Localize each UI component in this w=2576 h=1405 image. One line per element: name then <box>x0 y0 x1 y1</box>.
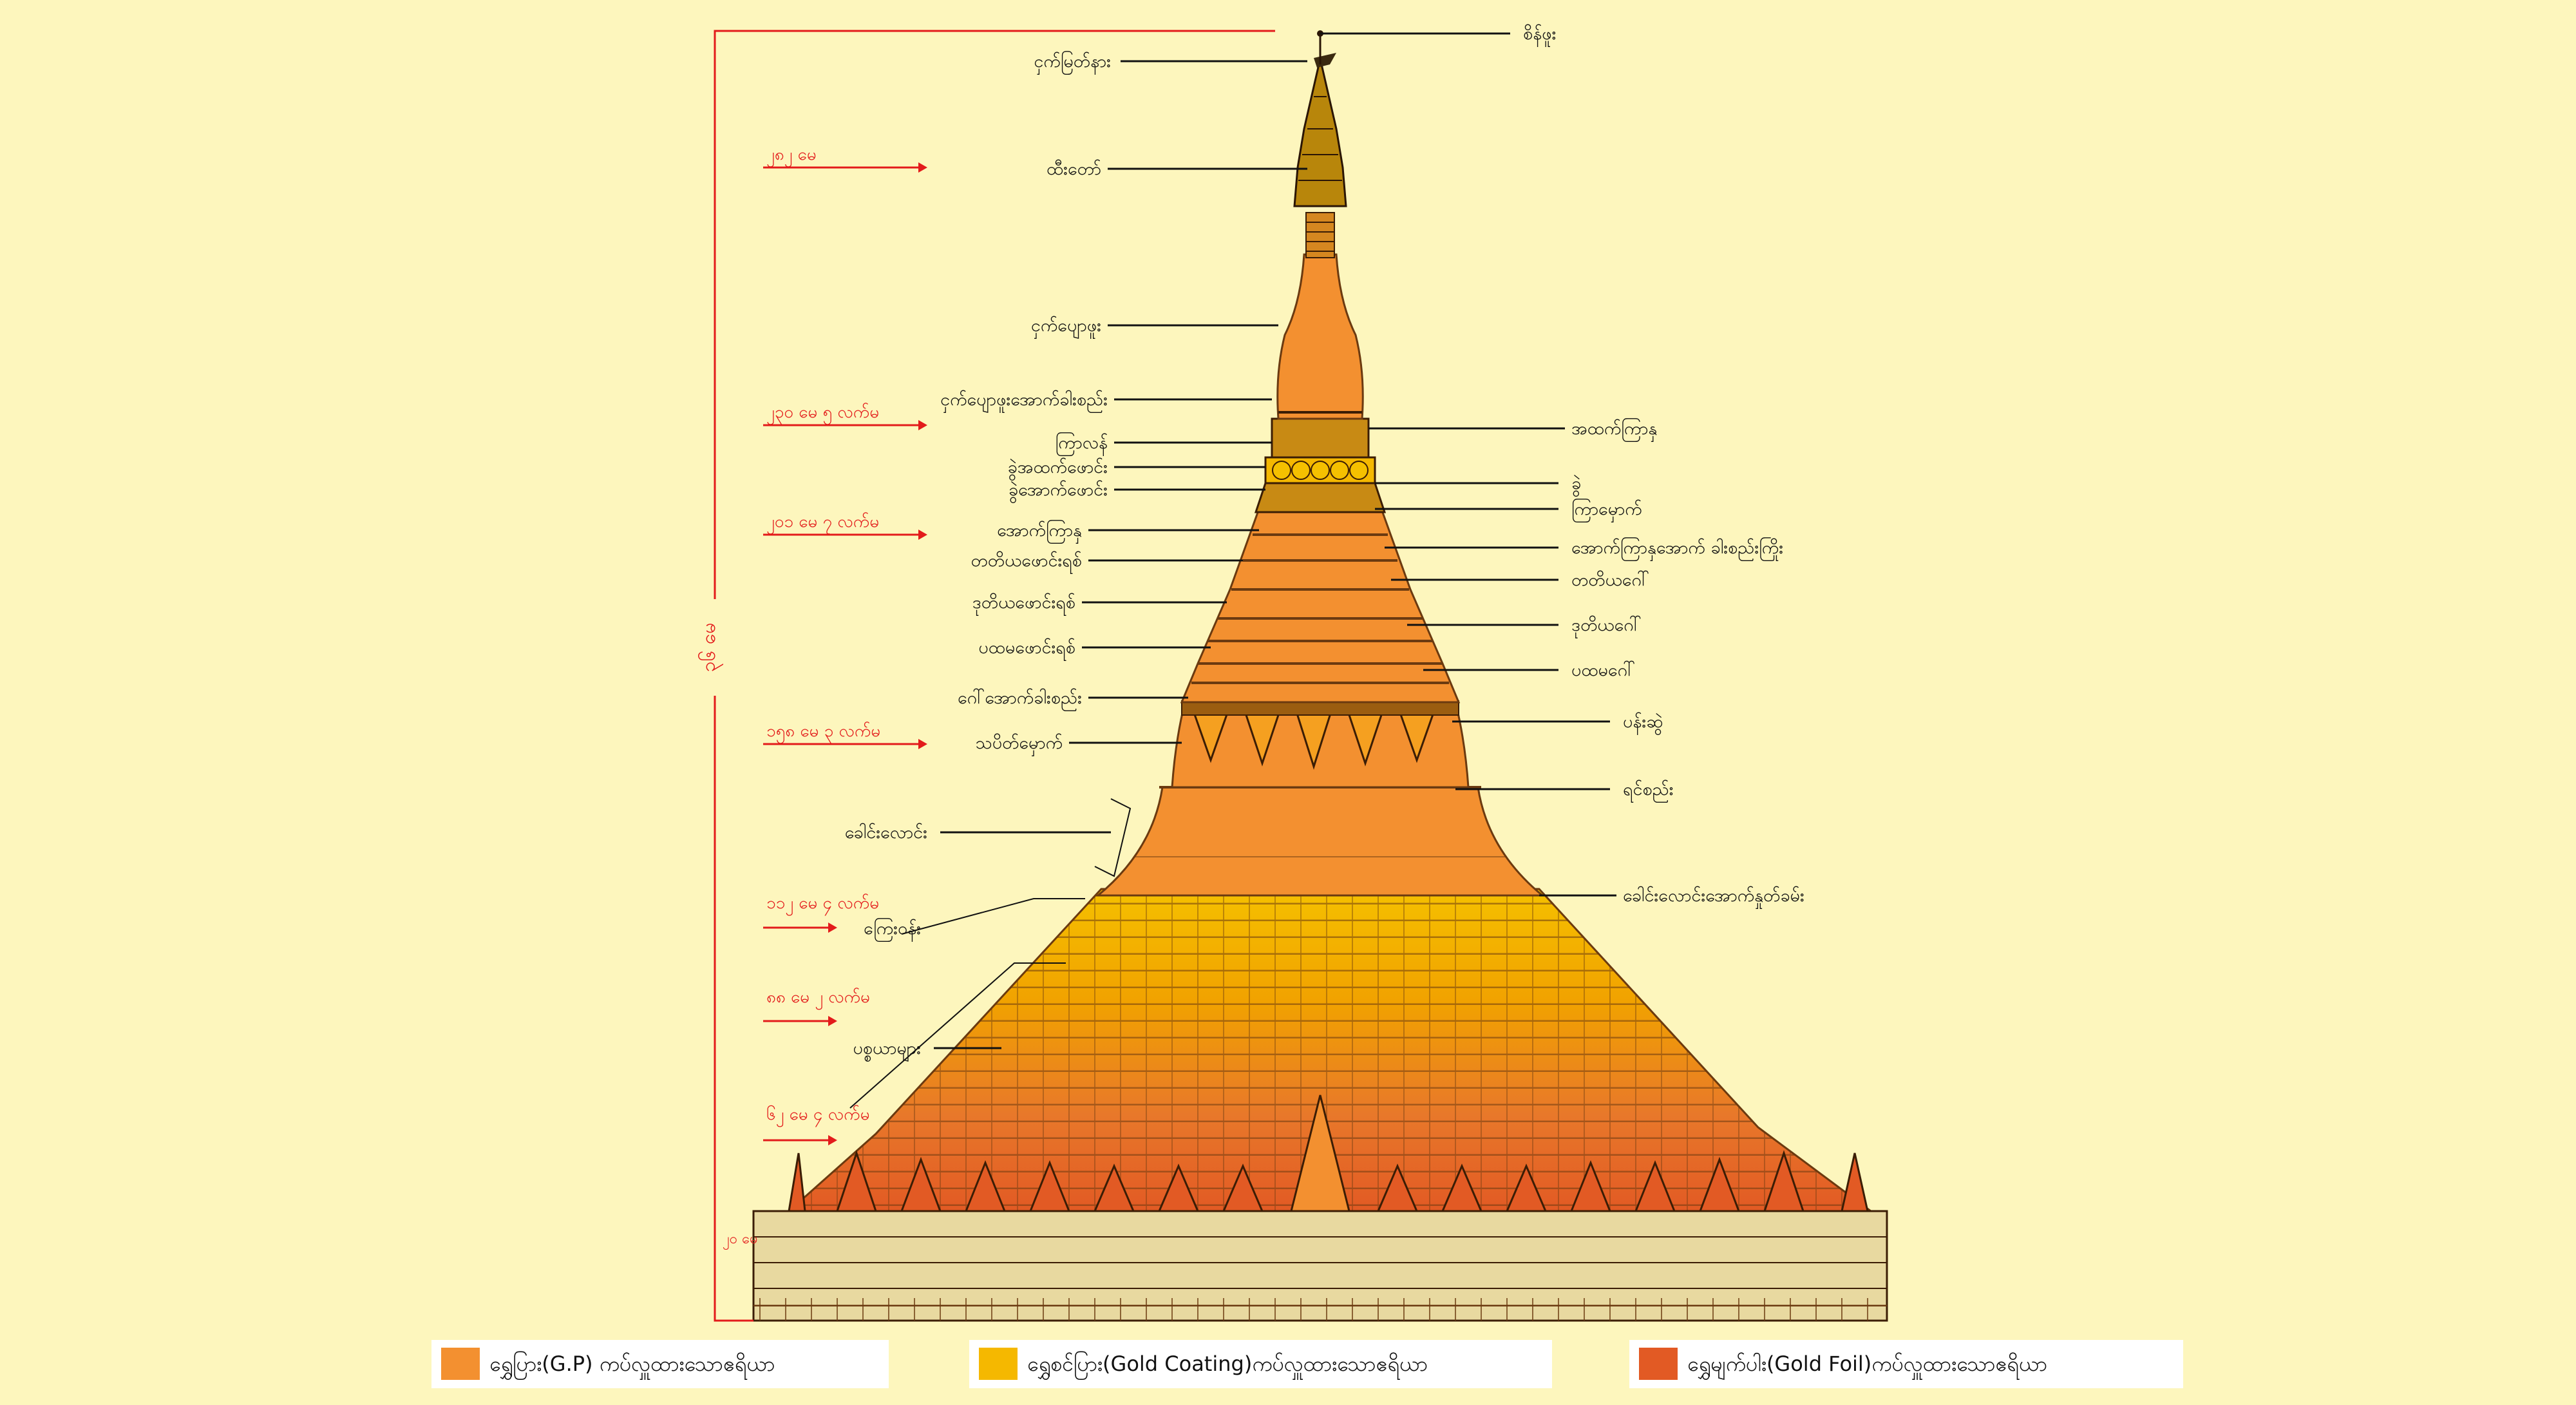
bell <box>1095 786 1546 897</box>
height-label-base: ၂၀ မေ <box>723 1231 758 1250</box>
legend-item-gold-foil: ရွှေမျက်ပါး(Gold Foil)ကပ်လှူထားသောဧရိယာ <box>1629 1340 2183 1388</box>
lower-lotus-band <box>1254 482 1387 513</box>
label-bell-lip: ခေါင်းလောင်းအောက်နှုတ်ခမ်း <box>1623 886 1804 909</box>
label-flower-pendant: ပန်းဆွဲ <box>1623 712 1663 735</box>
height-label-1: ၂၈၂ မေ <box>766 145 817 167</box>
small-stupas <box>788 1150 1869 1212</box>
label-hti: ထီးတော် <box>1046 159 1101 179</box>
legend: ရွှေပြား(G.P) ကပ်လှူထားသောဧရိယာ ရွှေစင်ပ… <box>431 1340 2183 1388</box>
legend-label-gold-plate: ရွှေပြား(G.P) ကပ်လှူထားသောဧရိယာ <box>489 1352 775 1380</box>
label-kyaywun: ကြေးဝန်း <box>864 917 921 942</box>
label-upper-lotus: အထက်ကြာနှ <box>1571 417 1657 442</box>
label-third-gaw: တတိယဂေါ် <box>1571 570 1650 590</box>
label-second-gaw: ဒုတိယဂေါ် <box>1571 615 1642 638</box>
height-label-3: ၂၀၁ မေ ၇ လက်မ <box>766 511 879 535</box>
legend-item-gold-coating: ရွှေစင်ပြား(Gold Coating)ကပ်လှူထားသောဧရိ… <box>969 1340 1552 1388</box>
label-first-band: ပထမဖောင်းရစ် <box>978 638 1075 661</box>
label-bell: ခေါင်းလောင်း <box>845 823 927 843</box>
label-gaw-waist: ဂေါ်အောက်ခါးစည်း <box>958 688 1082 711</box>
label-kyalan: ကြာလန် <box>1056 432 1108 456</box>
label-inverted-lotus: ကြာမှောက် <box>1571 498 1642 522</box>
label-upper-swell: ခွဲအထက်ဖောင်း <box>1007 457 1108 481</box>
legend-swatch-gold-foil <box>1639 1348 1678 1380</box>
label-banana-bud-waist: ငှက်ပျောဖူးအောက်ခါးစည်း <box>940 390 1108 413</box>
label-hngetmyatna: ငှက်မြတ်နား <box>1034 50 1111 75</box>
vane-flag <box>1314 53 1336 68</box>
label-lower-lotus-waist: အောက်ကြာနှအောက် ခါးစည်းကြိုး <box>1571 537 1783 561</box>
legend-swatch-gold-plate <box>441 1348 480 1380</box>
hti-umbrella <box>1293 63 1347 207</box>
label-diamond-bud: စိန်ဖူး <box>1523 24 1556 47</box>
label-first-gaw: ပထမဂေါ် <box>1571 660 1636 680</box>
height-label-4: ၁၅၈ မေ ၃ လက်မ <box>766 721 880 744</box>
label-swell: ခွဲ <box>1571 473 1581 497</box>
label-alms-bowl: သပိတ်မှောက် <box>976 733 1063 756</box>
label-lower-lotus: အောက်ကြာနှ <box>997 519 1082 544</box>
legend-swatch-gold-coating <box>979 1348 1018 1380</box>
height-label-7: ၆၂ မေ ၄ လက်မ <box>766 1104 870 1127</box>
right-leader-lines <box>1320 32 1616 897</box>
pagoda-body <box>752 30 1888 1322</box>
legend-label-gold-foil: ရွှေမျက်ပါး(Gold Foil)ကပ်လှူထားသောဧရိယာ <box>1687 1352 2047 1380</box>
height-label-2: ၂၃၀ မေ ၅ လက်မ <box>766 402 879 425</box>
label-banana-bud: ငှက်ပျောဖူး <box>1031 316 1101 339</box>
height-label-5: ၁၁၂ မေ ၄ လက်မ <box>766 893 879 916</box>
spire-rings <box>1305 212 1335 258</box>
label-lower-swell: ခွဲအောက်ဖောင်း <box>1009 480 1108 503</box>
legend-item-gold-plate: ရွှေပြား(G.P) ကပ်လှူထားသောဧရိယာ <box>431 1340 889 1388</box>
terrace-stripes <box>789 889 1871 1211</box>
label-third-band: တတိယဖောင်းရစ် <box>971 551 1083 574</box>
upper-lotus-band <box>1271 417 1370 459</box>
label-chest-band: ရင်စည်း <box>1623 779 1674 803</box>
label-pitsaya: ပစ္စယာများ <box>853 1038 921 1062</box>
legend-label-gold-coating: ရွှေစင်ပြား(Gold Coating)ကပ်လှူထားသောဧရိ… <box>1027 1352 1428 1380</box>
banana-bud <box>1276 253 1364 420</box>
label-second-band: ဒုတိယဖောင်းရစ် <box>972 593 1075 616</box>
turban-bands <box>1180 508 1461 703</box>
flower-pendants <box>1189 704 1438 770</box>
height-label-6: ၈၈ မေ ၂ လက်မ <box>766 987 870 1010</box>
left-leader-lines <box>934 60 1307 1049</box>
total-height-label: ၃၆ မေ <box>697 623 724 673</box>
